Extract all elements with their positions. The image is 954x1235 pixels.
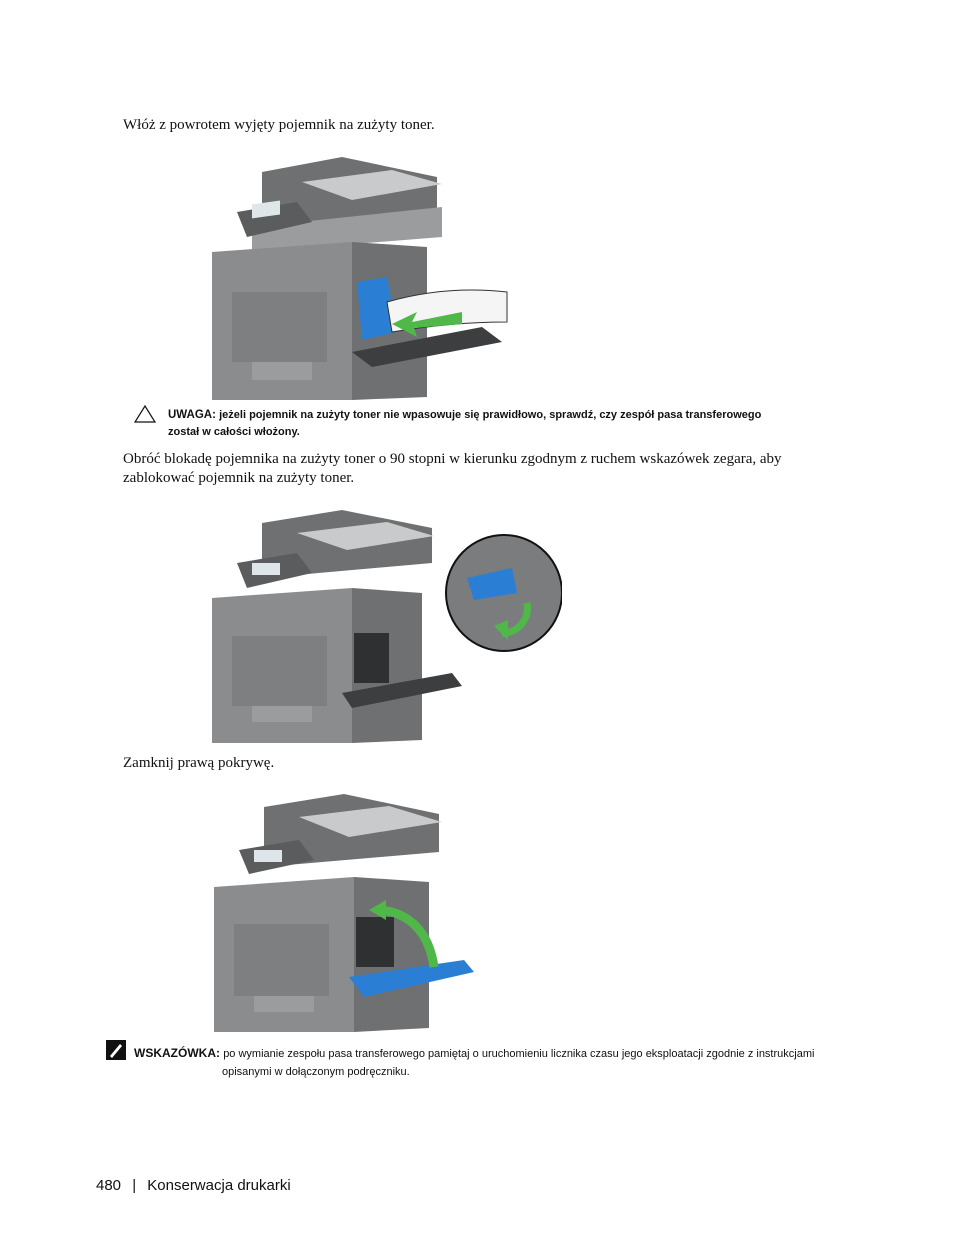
caution-note: UWAGA: jeżeli pojemnik na zużyty toner n…	[168, 407, 761, 424]
caution-text-line1: jeżeli pojemnik na zużyty toner nie wpas…	[219, 409, 762, 421]
figure-rotate-lock	[212, 510, 562, 743]
figure-close-cover	[214, 794, 474, 1032]
caution-text-line2: został w całości włożony.	[168, 426, 300, 438]
tip-text-line2: opisanymi w dołączonym podręczniku.	[222, 1066, 410, 1078]
page-number: 480	[96, 1177, 122, 1194]
tip-label: WSKAZÓWKA:	[134, 1046, 220, 1060]
page-footer: 480 | Konserwacja drukarki	[96, 1177, 291, 1194]
tip-text-line1: po wymianie zespołu pasa transferowego p…	[223, 1048, 815, 1060]
figure-insert-waste-toner	[212, 157, 508, 400]
step-1-text: Włóż z powrotem wyjęty pojemnik na zużyt…	[123, 117, 435, 133]
section-title: Konserwacja drukarki	[147, 1177, 291, 1194]
warning-triangle-icon	[134, 405, 156, 423]
step-2-text: Obróć blokadę pojemnika na zużyty toner …	[123, 451, 782, 486]
caution-label: UWAGA:	[168, 409, 216, 421]
step-3-text: Zamknij prawą pokrywę.	[123, 755, 275, 771]
pencil-note-icon	[106, 1040, 126, 1060]
footer-separator: |	[132, 1177, 137, 1194]
tip-note: WSKAZÓWKA: po wymianie zespołu pasa tran…	[134, 1045, 814, 1063]
